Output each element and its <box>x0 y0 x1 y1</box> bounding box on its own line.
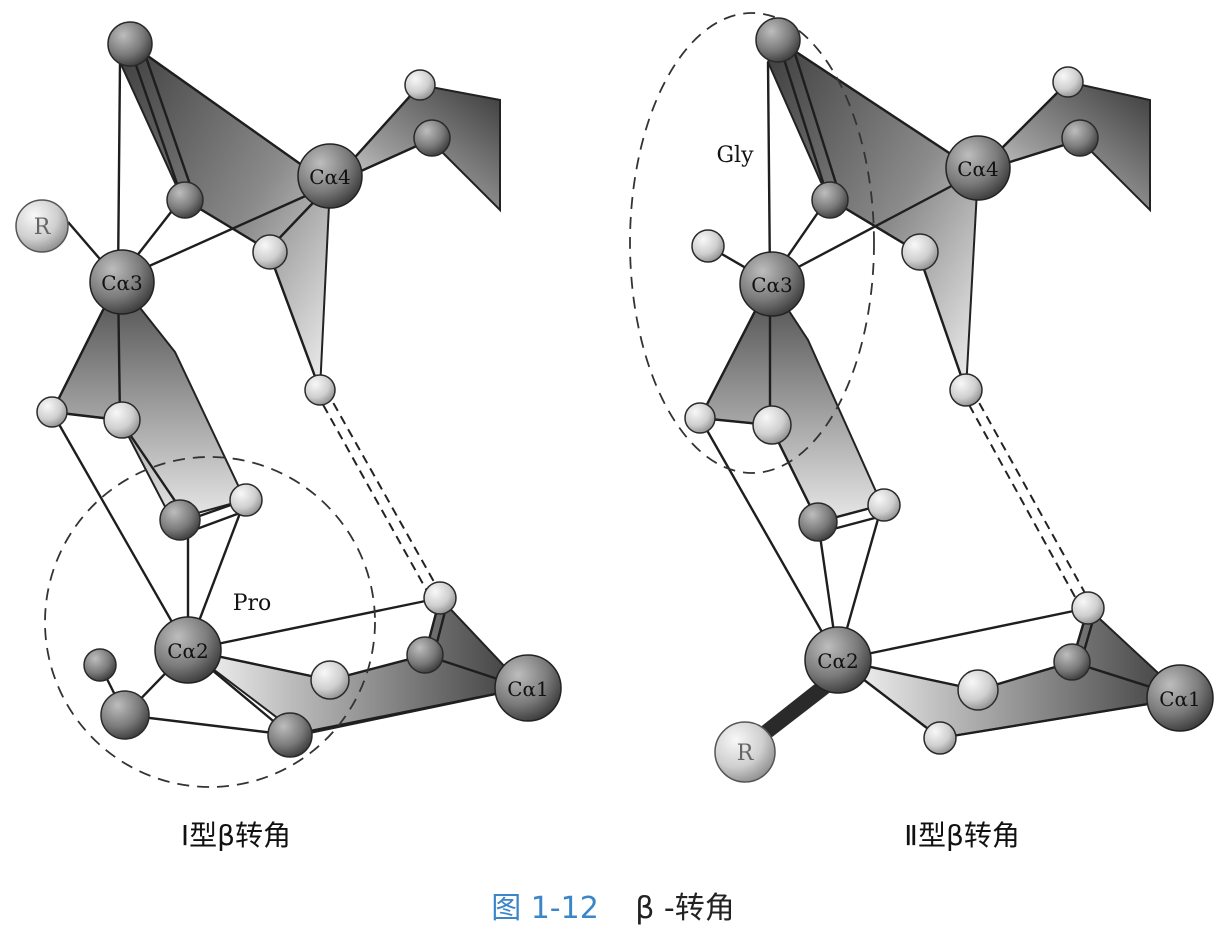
alpha-carbon-3-label: Cα3 <box>751 273 793 297</box>
pro-highlight-circle <box>44 456 376 788</box>
r-group-bond <box>744 672 846 748</box>
atoms <box>36 21 457 758</box>
peptide-plane <box>50 278 247 522</box>
atoms <box>684 17 1105 755</box>
alpha-carbon-1-label: Cα1 <box>507 677 549 701</box>
hydrogen-bond <box>315 389 443 601</box>
peptide-plane <box>187 596 527 737</box>
type-2-caption: Ⅱ型β转角 <box>904 819 1020 852</box>
bonds <box>50 39 526 737</box>
alpha-carbon-3 <box>739 251 805 317</box>
type-1-caption: Ⅰ型β转角 <box>181 819 291 852</box>
alpha-carbon-4 <box>297 143 363 209</box>
type-2-turn: R Cα3 Cα4 Cα2 Cα1 Gly Ⅱ型β转角 <box>629 12 1214 852</box>
hydrogen-bond <box>961 389 1091 607</box>
alpha-carbon-4-label: Cα4 <box>957 157 999 181</box>
alpha-carbon-4 <box>945 135 1011 201</box>
alpha-carbon-1 <box>494 654 562 722</box>
figure-title: β -转角 <box>635 891 735 926</box>
alpha-carbon-2 <box>804 626 872 694</box>
r-group-label: R <box>737 741 755 766</box>
alpha-carbon-2-label: Cα2 <box>167 639 209 663</box>
gly-label: Gly <box>716 143 754 168</box>
peptide-plane <box>837 606 1188 740</box>
alpha-carbon-2 <box>154 616 222 684</box>
pro-label: Pro <box>233 591 272 616</box>
alpha-carbon-1 <box>1146 664 1214 732</box>
r-group-atom <box>15 199 69 253</box>
r-group-label: R <box>34 215 52 240</box>
figure-number: 图 1-12 <box>491 891 599 926</box>
r-group-atom <box>714 721 776 783</box>
alpha-carbon-1-label: Cα1 <box>1159 687 1201 711</box>
gly-highlight-ellipse <box>629 12 875 474</box>
alpha-carbon-3-label: Cα3 <box>101 271 143 295</box>
alpha-carbon-4-label: Cα4 <box>309 165 351 189</box>
alpha-carbon-3 <box>89 249 155 315</box>
peptide-plane <box>698 280 884 524</box>
type-1-turn: R Cα3 Cα4 Cα2 Cα1 Pro Ⅰ型β转角 <box>15 21 562 852</box>
alpha-carbon-2-label: Cα2 <box>817 649 859 673</box>
